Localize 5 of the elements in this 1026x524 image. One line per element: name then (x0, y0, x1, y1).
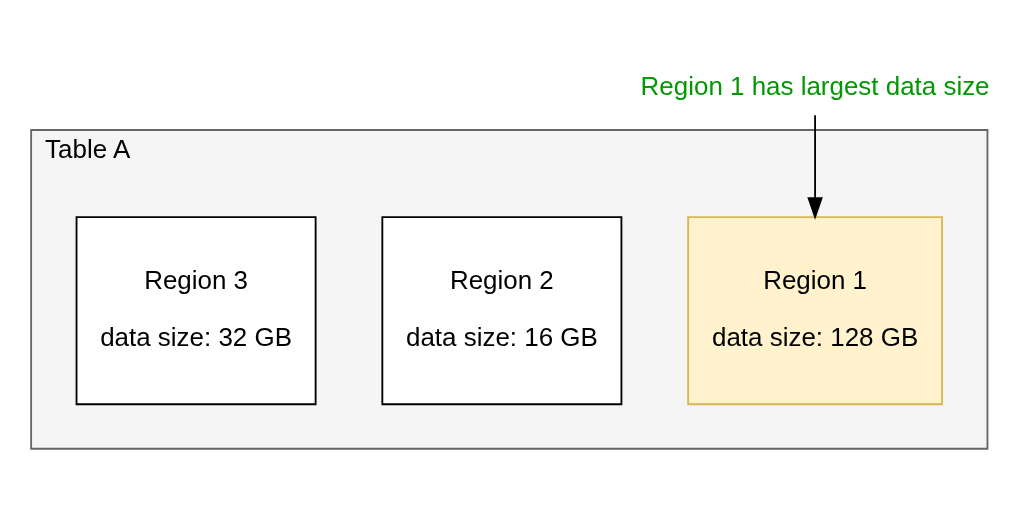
node-box: Region 1 data size: 128 GB (687, 215, 943, 405)
node-box: Region 2 data size: 16 GB (381, 215, 623, 405)
node-text: Region 1 has largest data size (640, 71, 990, 100)
arrow (807, 113, 823, 220)
node-box: Region 3 data size: 32 GB (75, 215, 317, 405)
